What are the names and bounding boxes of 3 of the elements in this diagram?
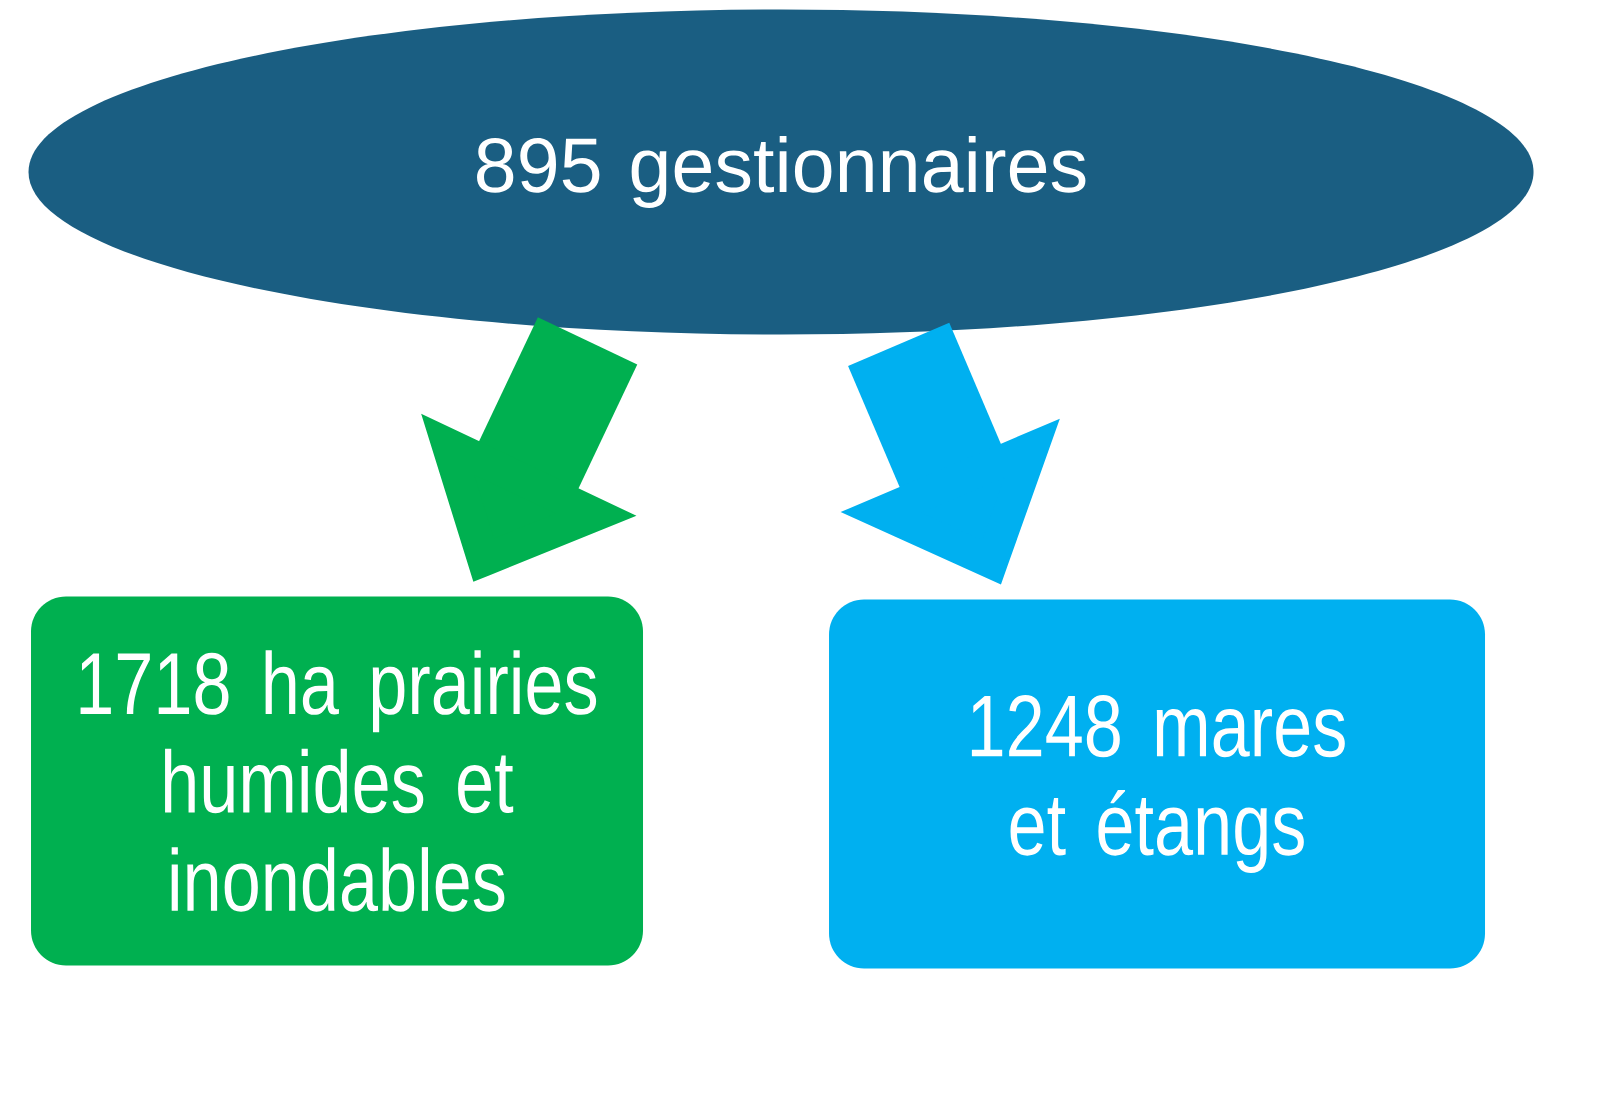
process-box: 1248 mares et étangs <box>829 599 1485 969</box>
process-box: 1718 ha prairies humides et inondables <box>31 596 643 966</box>
ellipse-node: 895 gestionnaires <box>28 9 1534 335</box>
